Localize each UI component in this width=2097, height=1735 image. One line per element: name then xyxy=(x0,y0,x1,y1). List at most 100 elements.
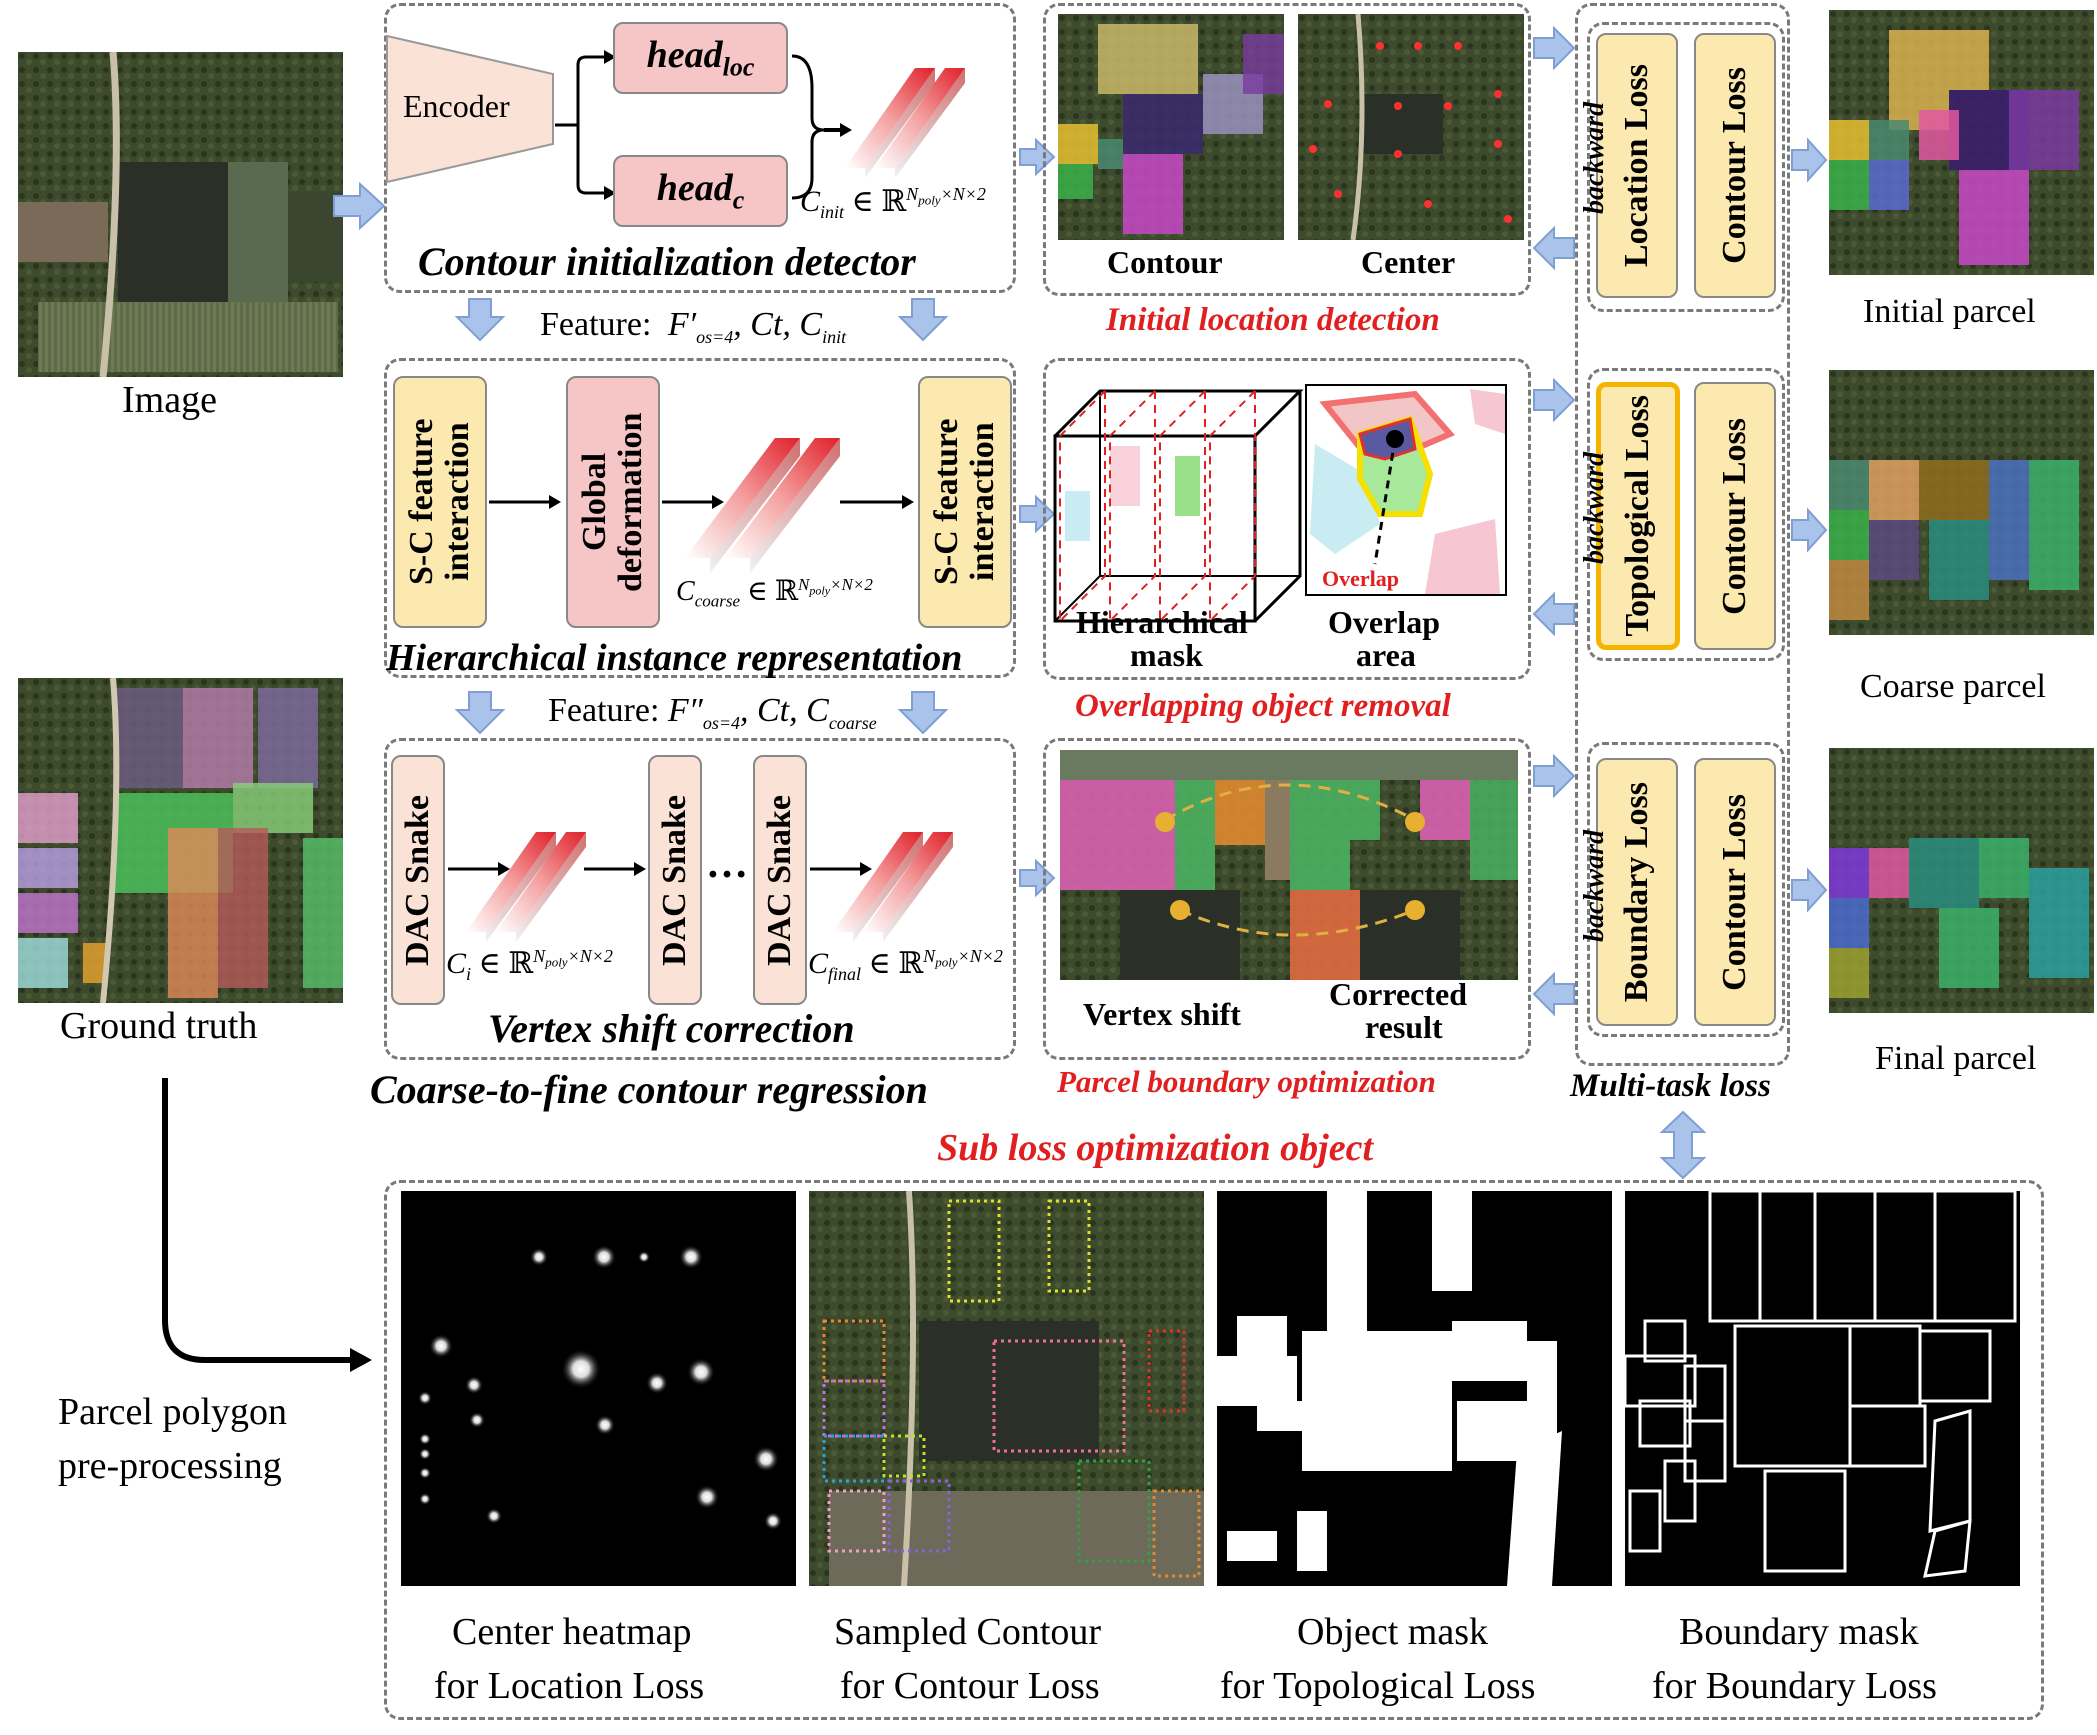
heatmap-spot xyxy=(419,1493,431,1505)
panel-4-line-1: Boundary mask xyxy=(1679,1611,1919,1653)
contour-loss-block-3: Contour Loss xyxy=(1694,758,1776,1026)
heatmap-spot xyxy=(638,1251,650,1263)
boundary-optimization-title: Parcel boundary optimization xyxy=(1057,1064,1436,1099)
image-to-detector-arrow xyxy=(333,181,386,231)
panel-2-line-2: for Contour Loss xyxy=(840,1665,1100,1707)
heatmap-spot xyxy=(465,1376,483,1394)
overlap-area-label-2: area xyxy=(1356,637,1416,673)
dac-ellipsis: … xyxy=(706,841,748,887)
heatmap-spot xyxy=(530,1248,548,1266)
dac-snake-1: DAC Snake xyxy=(391,755,445,1005)
preprocess-label-2: pre-processing xyxy=(58,1445,282,1487)
loss-group-3 xyxy=(1587,742,1785,1037)
loss-group-2 xyxy=(1587,368,1785,661)
contour-init-detector-title: Contour initialization detector xyxy=(418,239,916,284)
center-label: Center xyxy=(1361,244,1456,280)
hierarchical-instance-title: Hierarchical instance representation xyxy=(386,637,963,679)
heatmap-spot xyxy=(429,1334,453,1358)
boundary-mask-image xyxy=(1623,1189,2020,1586)
boundary-optimization-box xyxy=(1043,738,1531,1060)
corrected-result-label-2: result xyxy=(1365,1009,1443,1045)
double-arrow xyxy=(1659,1110,1707,1180)
sc-feature-interaction-1: S-C feature interaction xyxy=(393,376,487,628)
topological-loss-block: Topological Loss xyxy=(1596,382,1680,650)
dac-snake-3: DAC Snake xyxy=(753,755,807,1005)
final-parcel-image xyxy=(1829,748,2094,1013)
vertex-shift-title: Vertex shift correction xyxy=(488,1006,855,1051)
contour-loss-block-1: Contour Loss xyxy=(1694,33,1776,298)
panel-1-line-1: Center heatmap xyxy=(452,1611,692,1653)
c-final-formula: Cfinal ∈ ℝNpoly×N×2 xyxy=(808,946,1003,984)
c-i-formula: Ci ∈ ℝNpoly×N×2 xyxy=(446,946,613,984)
location-loss-block: Location Loss xyxy=(1596,33,1678,298)
down-arrow-1b xyxy=(897,298,949,342)
overlap-area-image xyxy=(1305,384,1507,596)
dac-snake-2: DAC Snake xyxy=(648,755,702,1005)
c-final-tensor xyxy=(833,832,953,942)
input-image xyxy=(18,52,343,377)
heads-merge-brace xyxy=(791,54,852,200)
boundary-loss-block: Boundary Loss xyxy=(1596,758,1678,1026)
head-c-block: headc xyxy=(613,155,788,227)
overlap-removal-title: Overlapping object removal xyxy=(1075,688,1451,724)
multi-task-loss-title: Multi-task loss xyxy=(1570,1068,1771,1104)
panel-1-line-2: for Location Loss xyxy=(434,1665,705,1707)
sub-loss-title: Sub loss optimization object xyxy=(937,1127,1374,1169)
heatmap-spot xyxy=(695,1485,719,1509)
center-heatmap xyxy=(401,1191,796,1586)
panel-2-line-1: Sampled Contour xyxy=(834,1611,1102,1653)
ground-truth-image xyxy=(18,678,343,1003)
heatmap-spot xyxy=(595,1415,615,1435)
center-image xyxy=(1298,14,1524,240)
overlap-removal-box xyxy=(1043,358,1531,680)
c-init-formula: Cinit ∈ ℝNpoly×N×2 xyxy=(800,184,986,222)
vertex-shift-box xyxy=(384,738,1016,1060)
contour-image xyxy=(1058,14,1284,240)
ground-truth-label: Ground truth xyxy=(60,1005,258,1047)
arrow-sc1-global xyxy=(489,495,561,509)
down-arrow-1a xyxy=(454,298,506,342)
initial-location-title: Initial location detection xyxy=(1106,302,1440,338)
encoder-branch-arrows xyxy=(555,50,616,200)
heatmap-spot xyxy=(753,1446,779,1472)
encoder-label: Encoder xyxy=(403,88,510,124)
panel-4-line-2: for Boundary Loss xyxy=(1652,1665,1937,1707)
preprocess-label-1: Parcel polygon xyxy=(58,1391,288,1433)
output-arrows xyxy=(1791,137,1828,913)
arrow-ci-dac2 xyxy=(584,862,646,876)
panel-3-line-2: for Topological Loss xyxy=(1220,1665,1536,1707)
coarse-to-fine-title: Coarse-to-fine contour regression xyxy=(370,1067,928,1112)
hierarchical-instance-box xyxy=(384,358,1016,678)
coarse-parcel-label: Coarse parcel xyxy=(1860,668,2046,705)
object-mask-image xyxy=(1217,1191,1612,1586)
heatmap-spot xyxy=(418,1391,432,1405)
global-deformation-block: Global deformation xyxy=(566,376,660,628)
panel-3-line-1: Object mask xyxy=(1297,1611,1489,1653)
heatmap-spot xyxy=(592,1245,616,1269)
feature-line-2: Feature: F″os=4, Ct, Ccoarse xyxy=(548,692,877,733)
image-label: Image xyxy=(122,379,217,421)
down-arrow-2a xyxy=(454,691,506,735)
contour-init-detector-box xyxy=(384,3,1016,293)
heatmap-spot xyxy=(687,1358,715,1386)
loss-group-1 xyxy=(1587,22,1785,312)
feature-line-1: Feature: F′os=4, Ct, Cinit xyxy=(540,306,847,347)
coarse-parcel-image xyxy=(1829,370,2094,635)
vertex-shift-image xyxy=(1060,750,1290,980)
heatmap-spot xyxy=(419,1448,431,1460)
initial-parcel-image xyxy=(1829,10,2094,275)
final-parcel-label: Final parcel xyxy=(1875,1040,2037,1077)
arrow-tensor-sc2 xyxy=(840,495,914,509)
encoder-block xyxy=(385,34,555,184)
heatmap-spot xyxy=(646,1372,668,1394)
hierarchical-mask-label-1: Hierarchical xyxy=(1076,604,1248,640)
heatmap-spot xyxy=(561,1349,601,1389)
vertex-shift-ellipse xyxy=(1155,783,1425,937)
sc-feature-interaction-2: S-C feature interaction xyxy=(918,376,1012,628)
arrow-dac1 xyxy=(448,862,510,876)
down-arrow-2b xyxy=(897,691,949,735)
hierarchical-mask-label-2: mask xyxy=(1130,637,1203,673)
heatmap-spot xyxy=(764,1512,782,1530)
c-coarse-formula: Ccoarse ∈ ℝNpoly×N×2 xyxy=(676,574,873,611)
multi-task-loss-outer xyxy=(1575,3,1790,1066)
